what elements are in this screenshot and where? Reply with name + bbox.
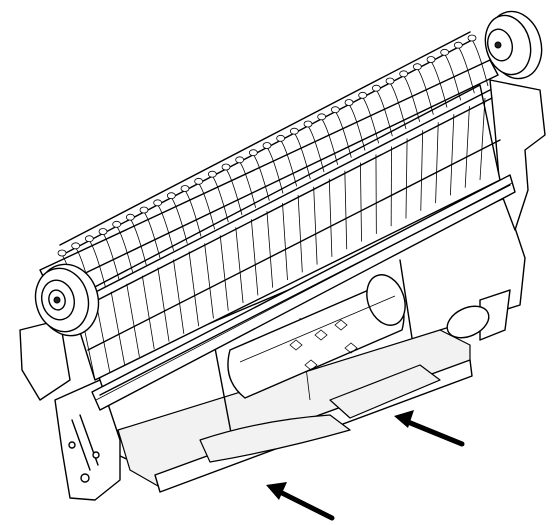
reel-slat [282, 202, 288, 281]
reel-slat [126, 283, 140, 357]
reel-slat [479, 97, 486, 181]
reel-tine-clip [248, 149, 258, 157]
reel-tine-clip [125, 213, 135, 221]
reel-tine-clip [180, 185, 190, 192]
reel-tine [471, 39, 489, 87]
reel-tine-clip [71, 242, 81, 250]
reel-tine-clip [344, 99, 354, 106]
reel-tine [348, 104, 366, 151]
reel-tine-clip [467, 34, 477, 42]
reel-tine [280, 140, 298, 187]
reel-tine [321, 118, 339, 165]
reel-tine-clip [303, 120, 313, 128]
reel-tine-clip [289, 127, 299, 135]
reel-slat [420, 130, 424, 211]
upper-frame-beam [39, 59, 516, 411]
arrow-right [394, 410, 465, 447]
reel-slat [250, 219, 259, 296]
reel-slat [204, 243, 214, 319]
reel-tine-clip [262, 142, 272, 149]
reel-tine [116, 226, 134, 273]
reel-slat [110, 291, 126, 365]
right-side-plate [446, 79, 546, 341]
reel-tine [89, 240, 106, 287]
auger-drum [199, 274, 441, 463]
reel-tine [143, 211, 161, 259]
reel-tine [171, 197, 188, 244]
reel-slat [464, 106, 470, 188]
reel-slat [449, 114, 455, 196]
reel-tine [212, 175, 229, 223]
reel-tine-clip [194, 177, 204, 185]
reel-slat [266, 211, 274, 288]
reel-tine [198, 183, 216, 230]
reel-tine-clip [153, 199, 163, 207]
reel-tine-clip [276, 134, 286, 142]
reel-tine [266, 147, 284, 194]
reel-tine [239, 161, 257, 208]
reel-slat [405, 138, 408, 219]
arrow-bottom [266, 482, 335, 521]
reel-tine [225, 168, 243, 216]
reel-slat [219, 235, 229, 311]
reel-slat [328, 178, 333, 257]
reel-tine-clip [385, 77, 395, 85]
reel-tine-clip [98, 228, 108, 235]
reel-tine-clip [426, 56, 436, 63]
reel-slat [235, 227, 244, 304]
reel-tine [362, 97, 380, 144]
reel-tine-clip [371, 84, 381, 92]
reel-tine [458, 46, 475, 94]
reel-tine [389, 82, 407, 130]
reel-tine-clip [139, 206, 149, 214]
reel-tine-clip [358, 91, 368, 99]
reel-tine-clip [207, 170, 217, 178]
reel-tine [430, 61, 448, 108]
reel-tine [102, 233, 120, 280]
reel-tine-clip [221, 163, 231, 171]
reel-tine-clip [235, 156, 245, 164]
reel-tine-clip [112, 220, 122, 228]
reel-tine [376, 89, 393, 137]
right-gauge-wheel [484, 10, 543, 80]
reel-tine [335, 111, 352, 158]
reel-tine [130, 218, 147, 266]
reel-slat [359, 162, 362, 242]
reel-tine-clip [84, 235, 94, 243]
reel-slat [157, 267, 170, 342]
reel-tine-clip [440, 48, 450, 56]
reel-tine-clip [57, 249, 67, 257]
reel-slat [297, 194, 303, 273]
reel-tine-clip [330, 106, 340, 114]
reel-slat [141, 275, 155, 350]
reel-tine-clip [317, 113, 327, 121]
reel-tine-clip [166, 192, 176, 200]
reel-tine [157, 204, 175, 251]
reel-tine-clip [453, 41, 463, 49]
reel-slat [173, 259, 185, 334]
reel-tine [403, 75, 421, 122]
left-side-plate [19, 319, 121, 501]
reel-tine [307, 125, 325, 173]
reel-slat [188, 251, 200, 327]
reel-slat [344, 170, 348, 250]
reel-assembly [57, 31, 511, 396]
reel-tine-clip [412, 63, 422, 71]
reel-tine [417, 68, 434, 115]
reel-tine [253, 154, 270, 201]
reel-tine [294, 132, 311, 180]
reel-tine-clip [399, 70, 409, 78]
reel-tine [444, 54, 462, 101]
left-gauge-wheel [34, 263, 100, 337]
reel-slat [313, 186, 318, 265]
reel-slat [435, 122, 439, 204]
reel-tine [184, 190, 202, 237]
